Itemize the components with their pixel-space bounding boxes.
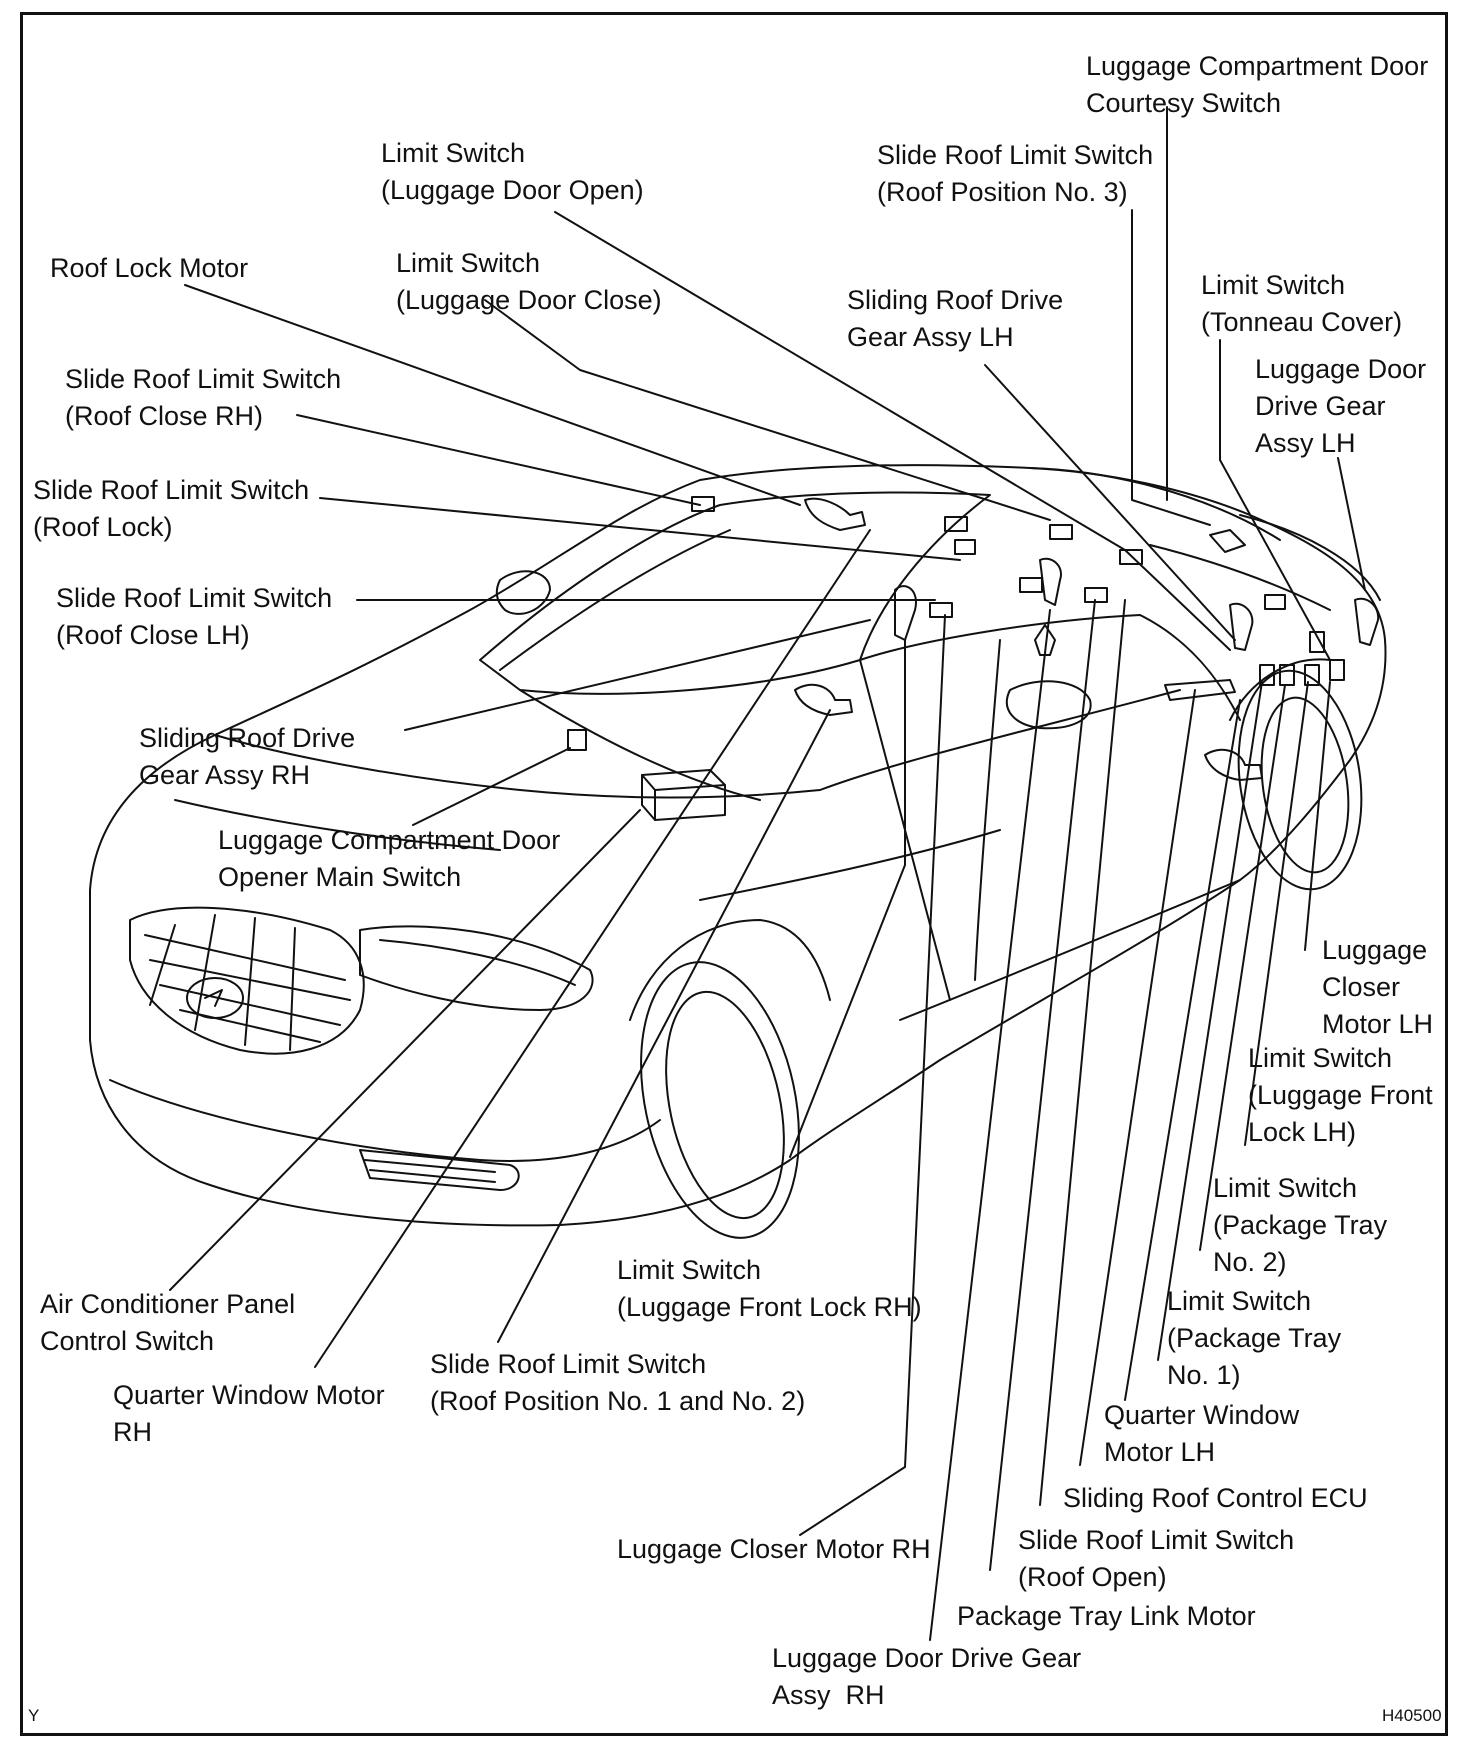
label-luggage-door-drive-gear-assy-lh: Luggage Door Drive Gear Assy LH [1255, 354, 1427, 458]
label-slide-roof-limit-switch-roof-open: Slide Roof Limit Switch (Roof Open) [1018, 1525, 1295, 1592]
label-limit-switch-luggage-front-lock-rh: Limit Switch (Luggage Front Lock RH) [617, 1255, 922, 1322]
label-limit-switch-luggage-door-open: Limit Switch (Luggage Door Open) [381, 138, 644, 205]
label-roof-lock-motor: Roof Lock Motor [50, 253, 249, 283]
label-slide-roof-limit-switch-roof-lock: Slide Roof Limit Switch (Roof Lock) [33, 475, 310, 542]
leader-lines [169, 106, 1366, 1641]
label-package-tray-link-motor: Package Tray Link Motor [957, 1601, 1256, 1631]
label-limit-switch-package-tray-2: Limit Switch (Package Tray No. 2) [1213, 1173, 1388, 1277]
label-quarter-window-motor-rh: Quarter Window Motor RH [113, 1380, 385, 1447]
component-parts [567, 496, 1380, 821]
label-air-conditioner-panel-control-switch: Air Conditioner Panel Control Switch [40, 1289, 296, 1356]
label-sliding-roof-drive-gear-assy-lh: Sliding Roof Drive Gear Assy LH [847, 285, 1064, 352]
label-sliding-roof-control-ecu: Sliding Roof Control ECU [1063, 1483, 1368, 1513]
label-slide-roof-limit-switch-roof-close-lh: Slide Roof Limit Switch (Roof Close LH) [56, 583, 333, 650]
label-slide-roof-limit-switch-roof-position-1-2: Slide Roof Limit Switch (Roof Position N… [430, 1349, 806, 1416]
label-luggage-compartment-door-courtesy-switch: Luggage Compartment Door Courtesy Switch [1086, 51, 1429, 118]
label-limit-switch-package-tray-1: Limit Switch (Package Tray No. 1) [1167, 1286, 1342, 1390]
figure-code: H40500 [1382, 1706, 1442, 1725]
label-sliding-roof-drive-gear-assy-rh: Sliding Roof Drive Gear Assy RH [139, 723, 356, 790]
label-luggage-closer-motor-rh: Luggage Closer Motor RH [617, 1534, 931, 1564]
label-limit-switch-luggage-front-lock-lh: Limit Switch (Luggage Front Lock LH) [1248, 1043, 1433, 1147]
label-slide-roof-limit-switch-roof-close-rh: Slide Roof Limit Switch (Roof Close RH) [65, 364, 342, 431]
diagram-frame [20, 12, 1448, 1736]
label-luggage-closer-motor-lh: Luggage Closer Motor LH [1322, 935, 1434, 1039]
label-luggage-compartment-door-opener-main-switch: Luggage Compartment Door Opener Main Swi… [218, 825, 561, 892]
label-limit-switch-tonneau-cover: Limit Switch (Tonneau Cover) [1201, 270, 1403, 337]
corner-mark-left: Y [28, 1706, 40, 1725]
label-limit-switch-luggage-door-close: Limit Switch (Luggage Door Close) [396, 248, 662, 315]
label-slide-roof-limit-switch-roof-position-3: Slide Roof Limit Switch (Roof Position N… [877, 140, 1154, 207]
label-luggage-door-drive-gear-assy-rh: Luggage Door Drive Gear Assy RH [772, 1643, 1082, 1710]
label-quarter-window-motor-lh: Quarter Window Motor LH [1104, 1400, 1300, 1467]
